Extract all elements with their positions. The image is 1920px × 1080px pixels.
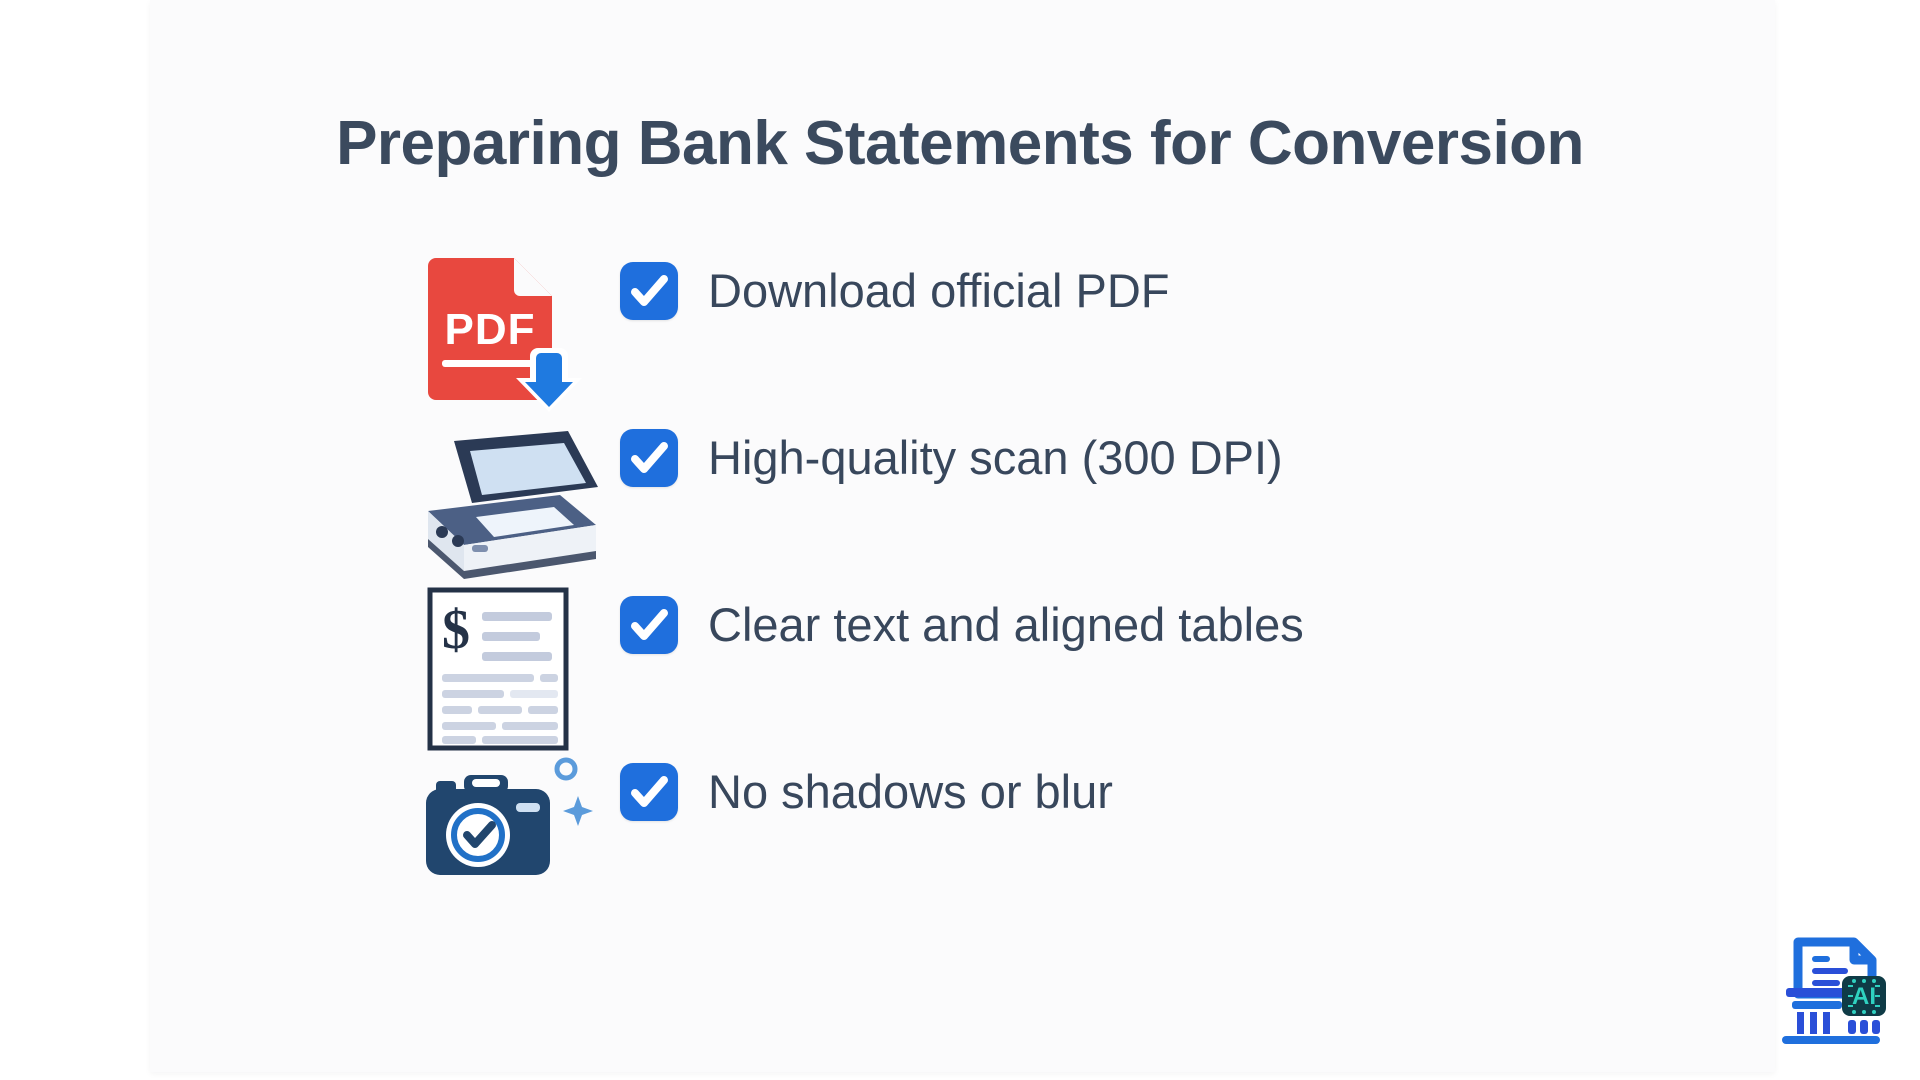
svg-text:$: $ (442, 599, 470, 661)
slide-panel (150, 0, 1775, 1072)
camera-check-icon (420, 753, 600, 920)
svg-text:PDF: PDF (445, 305, 536, 354)
check-body: Download official PDF (620, 252, 1170, 429)
list-item-label: Download official PDF (708, 264, 1170, 317)
list-item-label: No shadows or blur (708, 765, 1113, 818)
checklist: PDF Download official PDF (420, 252, 1620, 920)
list-item[interactable]: $ (420, 586, 1620, 753)
list-item-label: High-quality scan (300 DPI) (708, 431, 1283, 484)
list-item[interactable]: High-quality scan (300 DPI) (420, 419, 1620, 586)
check-body: High-quality scan (300 DPI) (620, 419, 1283, 596)
list-item-label: Clear text and aligned tables (708, 598, 1304, 651)
statement-document-icon: $ (420, 586, 600, 753)
checkbox-checked[interactable] (620, 763, 678, 821)
check-body: No shadows or blur (620, 753, 1113, 930)
list-item[interactable]: PDF Download official PDF (420, 252, 1620, 419)
check-body: Clear text and aligned tables (620, 586, 1304, 763)
checkbox-checked[interactable] (620, 262, 678, 320)
ai-badge-text: AI (1852, 983, 1876, 1010)
list-item[interactable]: No shadows or blur (420, 753, 1620, 920)
pdf-download-icon: PDF (420, 252, 600, 419)
page-title: Preparing Bank Statements for Conversion (336, 109, 1584, 178)
flatbed-scanner-icon (420, 419, 600, 586)
checkbox-checked[interactable] (620, 429, 678, 487)
checkbox-checked[interactable] (620, 596, 678, 654)
bank-ai-logo: AI (1772, 928, 1890, 1046)
